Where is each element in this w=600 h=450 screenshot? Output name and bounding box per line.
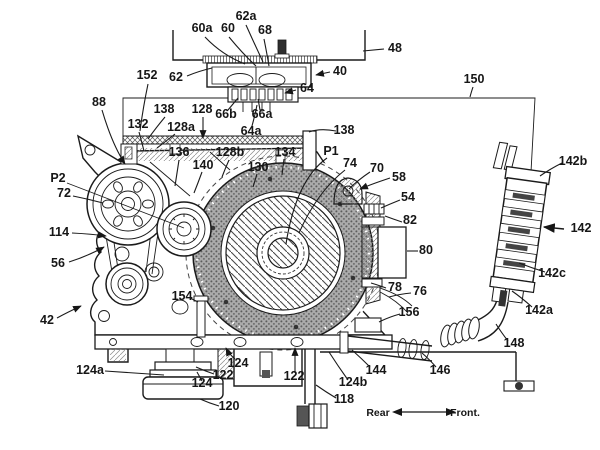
mount-stud <box>277 39 287 56</box>
injector-assembly <box>202 39 318 88</box>
stator-lead-block <box>361 203 413 314</box>
ref-label-132: 132 <box>128 117 149 131</box>
pipe-bracket <box>354 317 382 333</box>
ref-label-68: 68 <box>258 23 272 37</box>
spline-teeth <box>169 214 199 244</box>
bearing-balls <box>102 181 154 227</box>
ref-label-64: 64 <box>300 81 314 95</box>
ref-label-142a: 142a <box>525 303 554 317</box>
breather-pipe <box>339 299 509 362</box>
ref-label-56: 56 <box>51 256 65 270</box>
ref-label-122-right: 122 <box>284 369 305 383</box>
ref-label-128a: 128a <box>167 120 196 134</box>
ref-label-54: 54 <box>401 190 415 204</box>
ref-label-66b: 66b <box>215 107 237 121</box>
ref-label-124b: 124b <box>339 375 368 389</box>
ref-label-P1: P1 <box>323 144 338 158</box>
ref-label-150: 150 <box>464 72 485 86</box>
ref-label-118: 118 <box>334 392 354 406</box>
ref-label-130: 130 <box>248 160 269 174</box>
ref-label-156: 156 <box>399 305 420 319</box>
bellows <box>440 316 480 348</box>
ref-label-148: 148 <box>504 336 525 350</box>
injector-connector <box>227 86 299 112</box>
ref-label-40: 40 <box>333 64 347 78</box>
ref-label-124a: 124a <box>76 363 105 377</box>
ref-label-128b: 128b <box>216 145 245 159</box>
ref-label-114: 114 <box>49 225 69 239</box>
ref-label-142: 142 <box>571 221 592 235</box>
drain-pipe <box>296 349 328 429</box>
ref-label-58: 58 <box>392 170 406 184</box>
canister <box>489 141 552 307</box>
ref-label-142b: 142b <box>559 154 588 168</box>
ref-label-76: 76 <box>413 284 427 298</box>
ref-label-60a: 60a <box>192 21 214 35</box>
ref-label-142c: 142c <box>538 266 566 280</box>
ref-label-60: 60 <box>221 21 235 35</box>
ref-label-154: 154 <box>172 289 193 303</box>
ref-label-74: 74 <box>343 156 357 170</box>
ref-label-134: 134 <box>275 145 296 159</box>
generator-rotor <box>192 162 374 344</box>
ref-label-88: 88 <box>92 95 106 109</box>
ref-label-42: 42 <box>40 313 54 327</box>
ref-label-rear: Rear <box>366 407 389 419</box>
ref-label-front: Front. <box>450 407 480 419</box>
ref-label-140: 140 <box>193 158 214 172</box>
leader-lines <box>56 24 565 407</box>
ref-label-80: 80 <box>419 243 433 257</box>
ref-label-62: 62 <box>169 70 183 84</box>
ref-label-138-left: 138 <box>154 102 175 116</box>
ref-label-120: 120 <box>219 399 240 413</box>
ref-label-78: 78 <box>388 280 402 294</box>
ref-label-62a: 62a <box>236 9 258 23</box>
purge-line <box>122 97 536 173</box>
cam-chain-drive <box>86 162 212 315</box>
pivot-tab <box>333 177 363 205</box>
ref-label-66a: 66a <box>252 107 274 121</box>
ref-label-122-left: 122 <box>213 368 234 382</box>
ref-label-P2: P2 <box>50 171 65 185</box>
ref-label-128: 128 <box>192 102 213 116</box>
stud-154 <box>196 298 206 338</box>
ref-label-64a: 64a <box>241 124 263 138</box>
ref-label-82: 82 <box>403 213 417 227</box>
canister-prong <box>492 141 509 170</box>
ref-label-138-right: 138 <box>334 123 355 137</box>
ref-label-72: 72 <box>57 186 71 200</box>
ref-label-70: 70 <box>370 161 384 175</box>
intake-bracket <box>172 30 366 61</box>
ref-label-144: 144 <box>366 363 387 377</box>
mounting-flange <box>94 295 393 350</box>
ref-label-48: 48 <box>388 41 402 55</box>
ref-label-136: 136 <box>169 145 190 159</box>
ref-label-146: 146 <box>430 363 451 377</box>
ref-label-152: 152 <box>137 68 158 82</box>
ref-label-124-bottom: 124 <box>192 376 213 390</box>
orientation-arrow <box>392 408 456 416</box>
ref-label-124-top: 124 <box>228 356 249 370</box>
